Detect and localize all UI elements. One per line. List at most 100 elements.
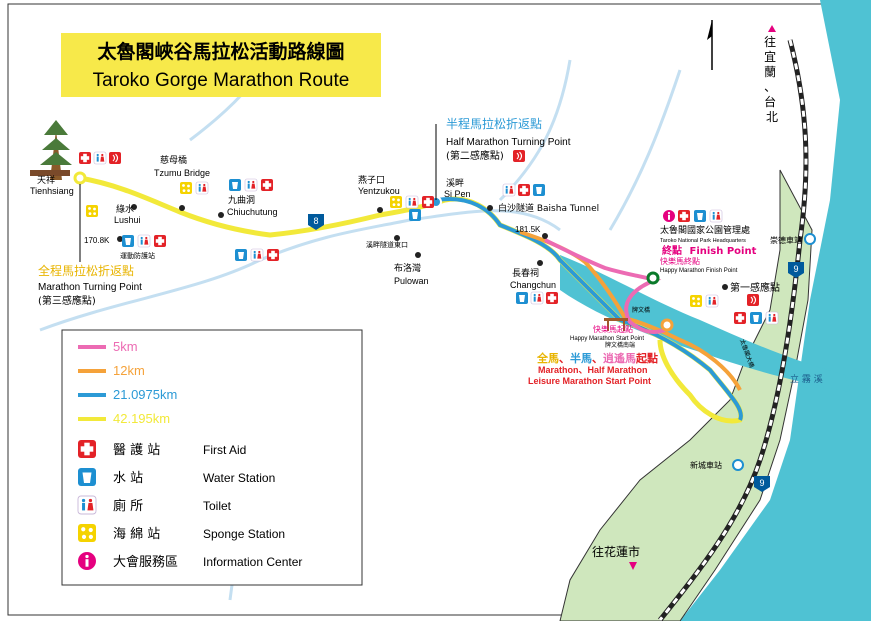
legend-info-en: Information Center [203,555,302,569]
pulowan-en: Pulowan [394,276,429,286]
yentzukou-marker [377,207,383,213]
finish-marker [646,271,660,285]
sponge-station-icon [86,205,98,217]
sensor-icon [746,293,760,307]
direction-south-label: 往花蓮市 [592,544,640,559]
happy-start-zh: 快樂馬起點 [593,324,633,334]
highway-8-badge: 8 [308,214,324,230]
liwu-river-label: 立 霧 溪 [790,373,823,385]
toilet-icon [709,209,723,223]
lushui-en: Lushui [114,215,141,225]
highway-9-badge-south: 9 [754,476,770,492]
full-turn-en: Marathon Turning Point [38,282,142,293]
toilet-icon [244,178,258,192]
baisha-tunnel: 白沙隧道 Baisha Tunnel [498,202,599,214]
start-zh: 全馬、半馬、逍遙馬起點 [536,351,658,365]
km181-label: 181.5K [515,225,541,234]
toilet-icon [195,181,209,195]
sponge-station-icon [180,182,192,194]
water-station-icon [533,184,545,196]
legend-box [61,329,363,586]
finish-zh: 終點 Finish Point [662,244,757,257]
toilet-icon [93,151,107,165]
water-station-icon [235,249,247,261]
changchun-zh: 長春祠 [512,267,539,279]
water-station-icon [409,209,421,221]
river-branch-3 [608,69,682,231]
first-aid-icon [678,210,690,222]
first-aid-icon [154,235,166,247]
information-center-icon [78,552,96,570]
legend-water-en: Water Station [203,471,275,485]
toilet-icon [530,291,544,305]
finish-zh-part: 終點 [662,244,682,257]
south-direction-icon [629,562,637,570]
toilet-icon [77,495,97,515]
happy-finish-en: Happy Marathon Finish Point [660,268,738,274]
water-station-icon [516,292,528,304]
legend-toilet-en: Toilet [203,499,232,513]
first-checkpoint-marker [722,284,728,290]
chiuchutung-marker [218,212,224,218]
lushui-zh: 綠水 [116,203,134,215]
first-aid-icon [79,152,91,164]
legend-water-zh: 水 站 [113,471,143,486]
start-marker [660,318,674,332]
toilet-icon [765,311,779,325]
title-box [61,33,381,97]
gate-icon [604,318,628,331]
railway-dash [658,39,808,621]
sea [680,0,871,621]
legend: 5km 12km 21.0975km 42.195km 醫 護 站 First … [61,329,363,586]
first-checkpoint-label: 第一感應點 [730,281,780,294]
legend-label-42km: 42.195km [113,411,170,426]
sensor-icon [108,151,122,165]
water-station-icon [694,210,706,222]
legend-sponge-zh: 海 綿 站 [113,527,160,542]
legend-first-aid-en: First Aid [203,443,246,457]
changchun-marker [537,260,543,266]
liwu-river-mouth [560,255,850,392]
xincheng-station-label: 新城車站 [690,460,722,470]
km170-label: 170.8K [84,236,110,245]
first-aid-icon [261,179,273,191]
yentzukou-en: Yentzukou [358,186,400,196]
water-station-icon [78,468,96,486]
start-en1: Marathon、Half Marathon [538,365,648,375]
legend-toilet-zh: 廁 所 [113,498,143,514]
sensor-icon [512,149,526,163]
hq-zh: 太魯閣國家公園管理處 [660,224,750,236]
legend-first-aid-zh: 醫 護 站 [113,442,160,458]
happy-start-en: Happy Marathon Start Point [570,336,644,342]
sipen-zh: 溪畔 [446,177,464,189]
gate-label: 牌文橋 [632,306,650,314]
sponge-station-icon [690,295,702,307]
route-21km [436,197,743,421]
first-aid-icon [422,196,434,208]
happy-finish-zh: 快樂馬終點 [660,256,700,266]
svg-text:8: 8 [313,216,318,226]
pulowan-marker [415,252,421,258]
lushui-station-marker [117,236,123,242]
water-station-icon [750,312,762,324]
chiuchutung-en: Chiuchutung [227,207,278,217]
sipen-tunnel: 溪畔隧道東口 [366,240,408,249]
first-aid-icon [734,312,746,324]
changchun-en: Changchun [510,280,556,290]
svg-text:9: 9 [759,478,764,488]
lushui-station: 運動防護站 [120,251,155,260]
lushui-marker [131,204,137,210]
legend-label-12km: 12km [113,363,145,378]
direction-north-line1: 往 [764,34,776,49]
toilet-icon [705,294,719,308]
full-turn-zh: 全程馬拉松折返點 [38,263,134,278]
pagoda-icon [30,120,72,180]
first-aid-icon [546,292,558,304]
toilet-icon [137,234,151,248]
start-en2: Leisure Marathon Start Point [528,376,651,386]
information-center-icon [663,210,675,222]
tzumu-zh: 慈母橋 [160,154,187,166]
tienhsiang-zh: 天祥 [37,174,55,186]
half-turn-zh: 半程馬拉松折返點 [446,116,542,131]
